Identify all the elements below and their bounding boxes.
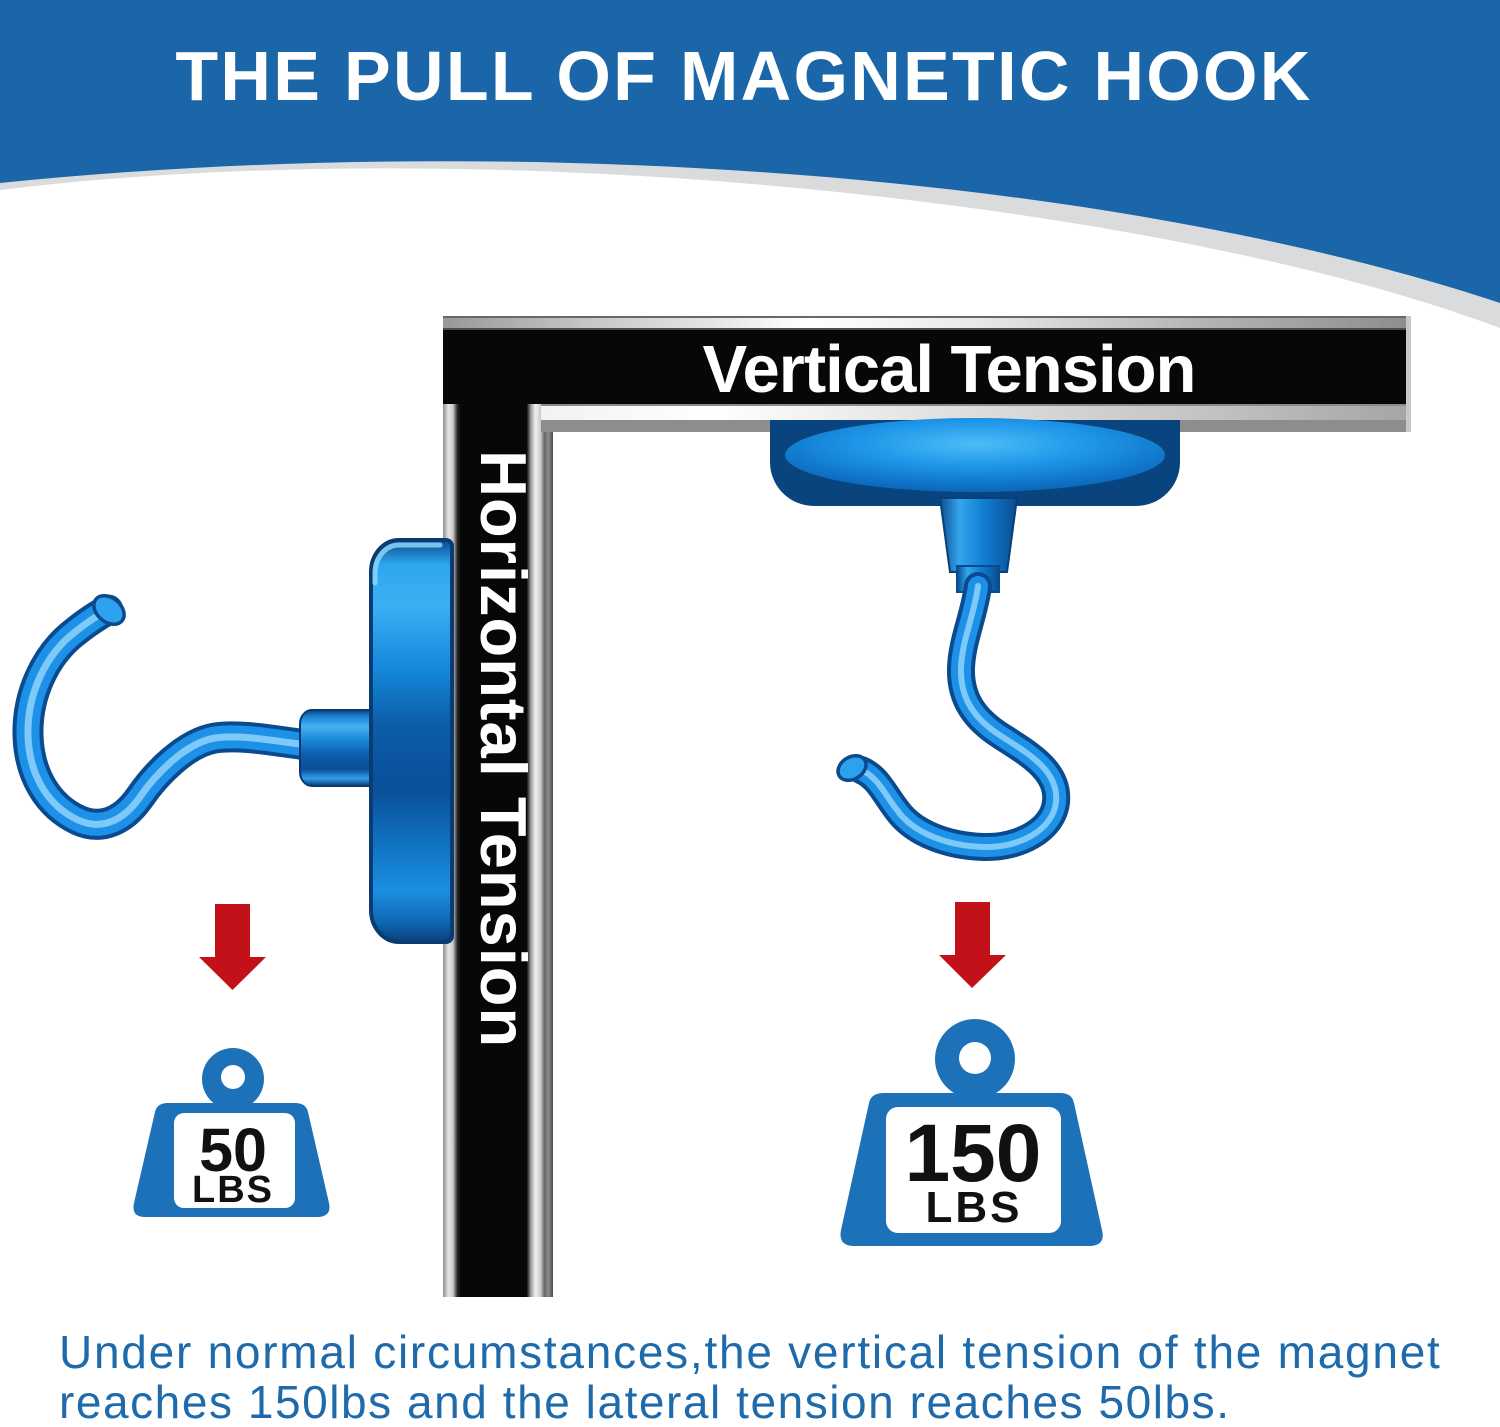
svg-text:Vertical Tension: Vertical Tension [703, 332, 1196, 407]
svg-text:LBS: LBS [926, 1183, 1023, 1232]
svg-text:50: 50 [199, 1116, 267, 1184]
svg-text:Under normal circumstances,the: Under normal circumstances,the vertical … [59, 1326, 1442, 1378]
svg-text:LBS: LBS [192, 1169, 274, 1211]
svg-text:THE PULL OF MAGNETIC HOOK: THE PULL OF MAGNETIC HOOK [175, 37, 1312, 115]
svg-text:150: 150 [905, 1108, 1042, 1199]
svg-text:reaches 150lbs and the lateral: reaches 150lbs and the lateral tension r… [59, 1376, 1231, 1422]
svg-text:Horizontal Tension: Horizontal Tension [467, 450, 540, 1048]
